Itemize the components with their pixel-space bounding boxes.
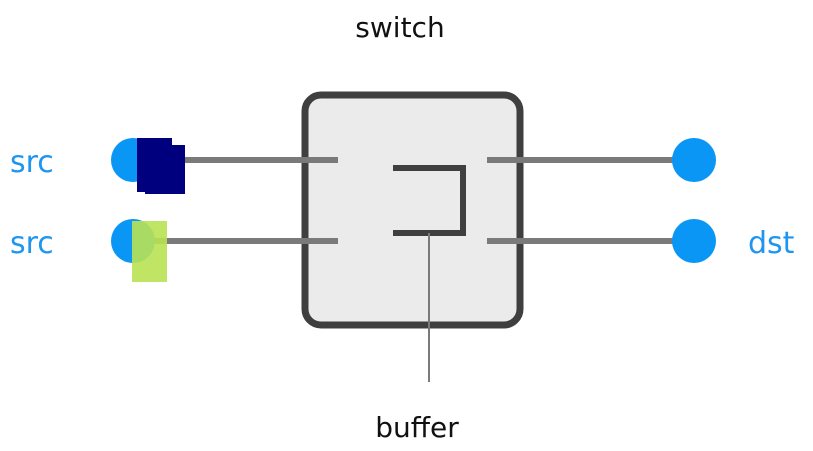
source-label-top: src [10, 145, 54, 180]
switch-title: switch [355, 11, 444, 44]
buffer-label: buffer [375, 411, 459, 444]
switch-box [301, 91, 524, 329]
destination-label: dst [748, 226, 795, 261]
destination-node-bottom-icon [672, 219, 716, 263]
destination-node-top-icon [672, 138, 716, 182]
source-label-bottom: src [10, 226, 54, 261]
packet-navy-front-icon [137, 138, 172, 192]
packet-lime-icon [132, 221, 167, 282]
